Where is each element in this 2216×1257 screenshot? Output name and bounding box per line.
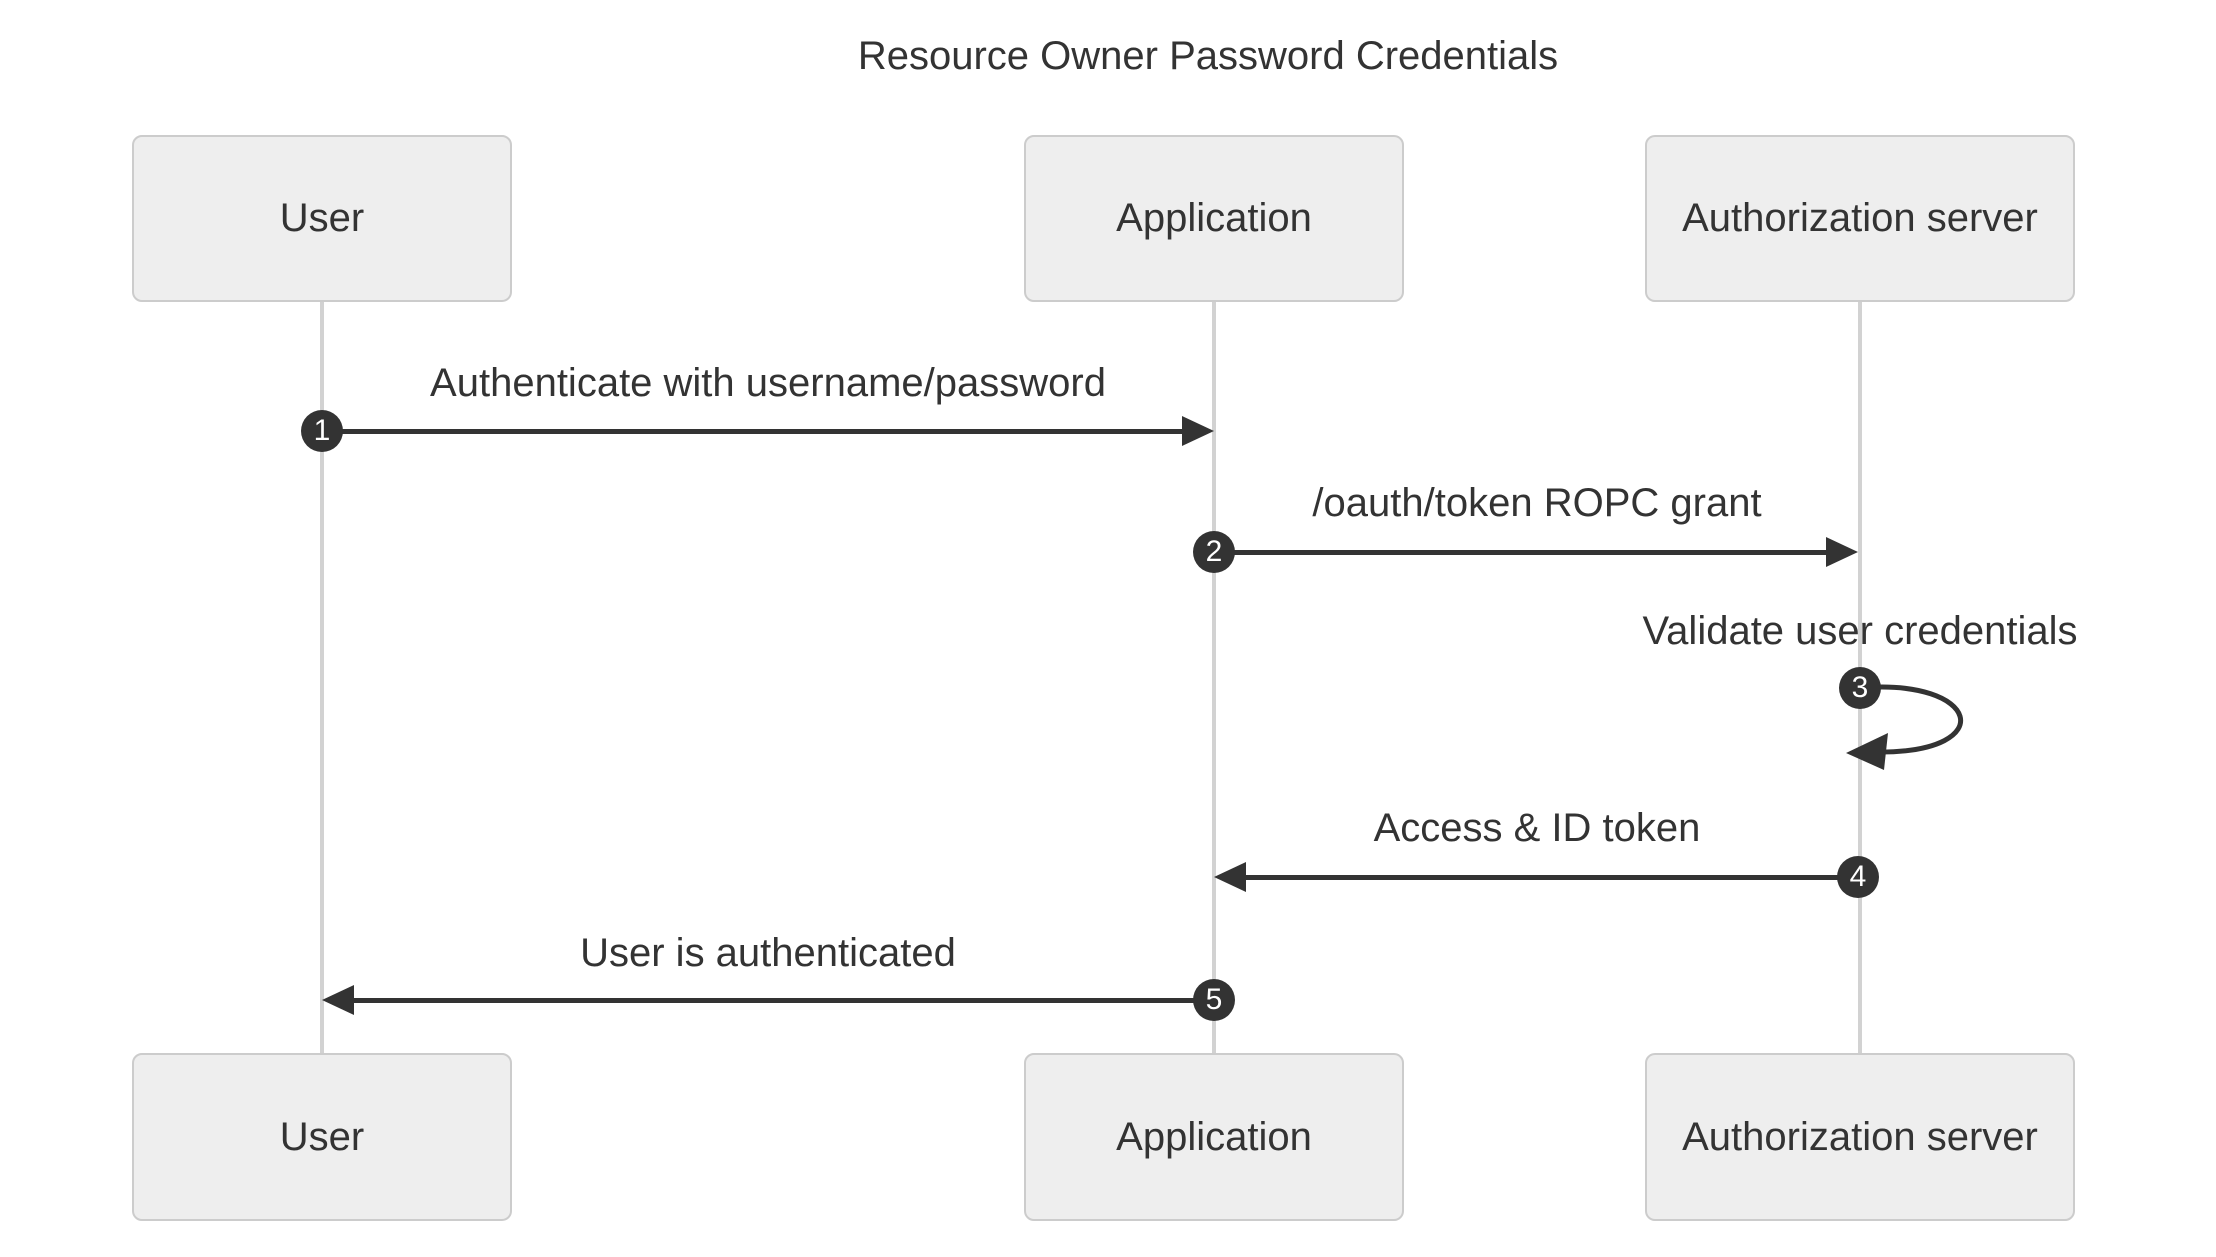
sequence-number-badge: 4 xyxy=(1837,856,1879,898)
actor-box-application-bottom: Application xyxy=(1024,1053,1404,1221)
message-label: Authenticate with username/password xyxy=(430,361,1106,405)
actor-box-user-bottom: User xyxy=(132,1053,512,1221)
arrowhead-left-icon xyxy=(322,985,354,1015)
message-label: User is authenticated xyxy=(580,931,956,975)
actor-box-authorization-server-bottom: Authorization server xyxy=(1645,1053,2075,1221)
sequence-number-badge: 1 xyxy=(301,410,343,452)
actor-label-application: Application xyxy=(1116,196,1312,240)
diagram-title: Resource Owner Password Credentials xyxy=(857,34,1559,78)
lifeline-application xyxy=(1212,302,1216,1053)
sequence-number-badge: 2 xyxy=(1193,531,1235,573)
actor-label-authorization-server: Authorization server xyxy=(1682,196,2038,240)
lifeline-user xyxy=(320,302,324,1053)
message-label: /oauth/token ROPC grant xyxy=(1312,481,1762,525)
actor-label-authorization-server: Authorization server xyxy=(1682,1114,2038,1159)
message-line xyxy=(322,429,1184,434)
arrowhead-left-icon xyxy=(1214,862,1246,892)
arrowhead-right-icon xyxy=(1182,416,1214,446)
sequence-number-badge: 5 xyxy=(1193,979,1235,1021)
message-line xyxy=(1214,550,1826,555)
arrowhead-right-icon xyxy=(1826,537,1858,567)
actor-box-application-top: Application xyxy=(1024,135,1404,302)
actor-label-user: User xyxy=(279,1114,365,1159)
actor-box-authorization-server-top: Authorization server xyxy=(1645,135,2075,302)
sequence-number-badge: 3 xyxy=(1839,667,1881,709)
actor-label-user: User xyxy=(279,196,365,240)
actor-label-application: Application xyxy=(1116,1114,1312,1159)
message-label: Access & ID token xyxy=(1373,806,1701,850)
actor-box-user-top: User xyxy=(132,135,512,302)
message-label: Validate user credentials xyxy=(1642,609,2078,653)
message-line xyxy=(354,998,1214,1003)
message-line xyxy=(1246,875,1858,880)
